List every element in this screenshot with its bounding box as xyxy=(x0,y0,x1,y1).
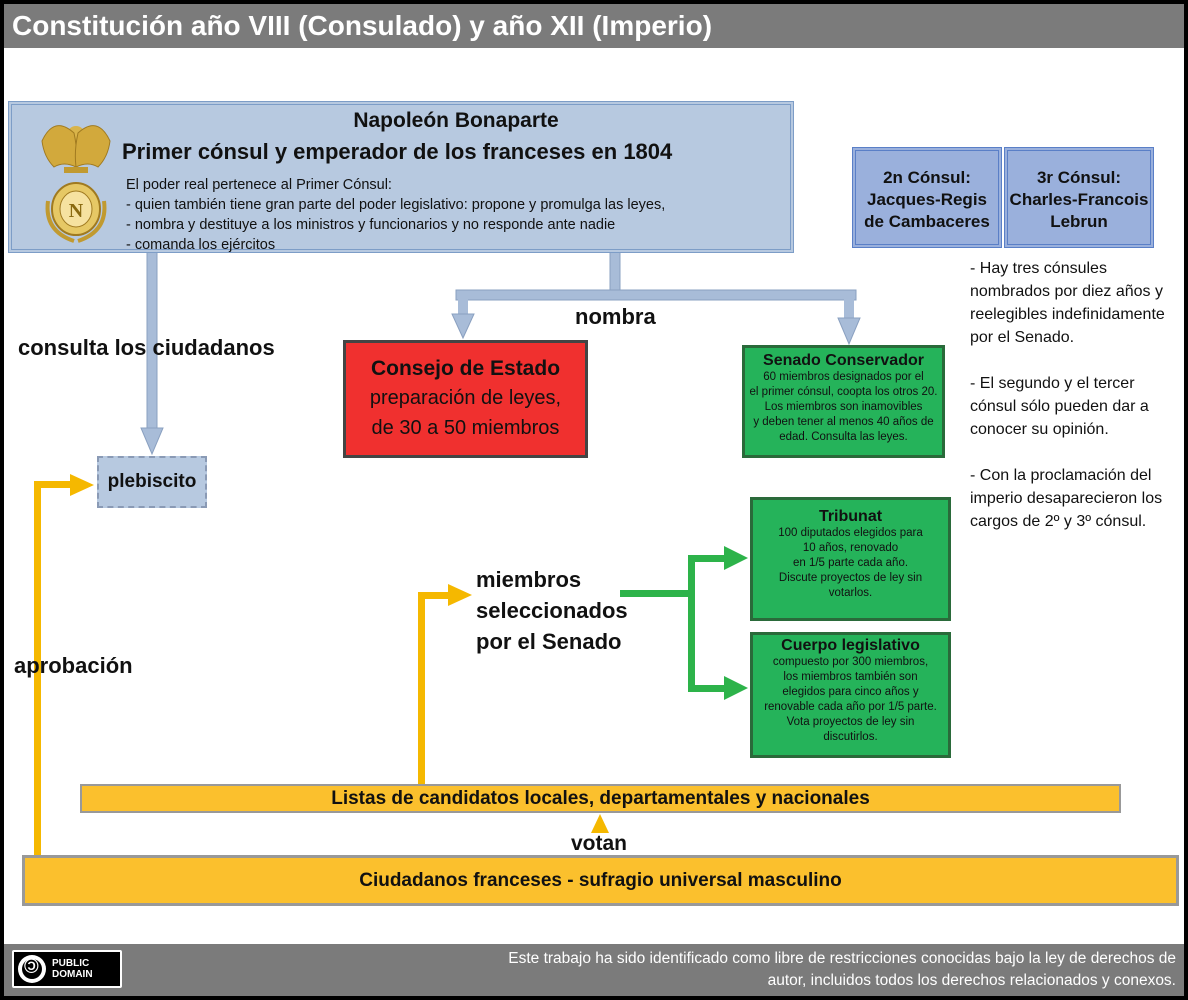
cuerpo-line: Vota proyectos de ley sin xyxy=(786,716,915,728)
consul-name: Jacques-Regis xyxy=(867,190,987,209)
green-arrow-vertical xyxy=(688,557,695,691)
tribunat-line: en 1/5 parte cada año. xyxy=(792,557,909,569)
yellow-arrowhead-miembros xyxy=(448,584,472,606)
blue-arrowhead-consejo xyxy=(451,313,475,340)
note: - Con la proclamación del imperio desapa… xyxy=(970,467,1163,530)
second-consul-box: 2n Cónsul: Jacques-Regis de Cambaceres xyxy=(852,147,1002,248)
napoleon-power-line: - nombra y destituye a los ministros y f… xyxy=(126,217,616,233)
plebiscito-box: plebiscito xyxy=(97,456,207,508)
tribunat-title: Tribunat xyxy=(818,508,883,525)
consejo-line: de 30 a 50 miembros xyxy=(371,417,560,439)
ciudadanos-box: Ciudadanos franceses - sufragio universa… xyxy=(22,855,1179,906)
cuerpo-line: los miembros también son xyxy=(783,671,918,683)
consul-notes: - Hay tres cónsules nombrados por diez a… xyxy=(970,257,1170,556)
license-text: Este trabajo ha sido identificado como l… xyxy=(508,950,1176,989)
footer: PUBLIC DOMAIN Este trabajo ha sido ident… xyxy=(4,944,1184,996)
green-arrowhead-tribunat xyxy=(724,546,748,570)
cuerpo-line: elegidos para cinco años y xyxy=(782,686,919,698)
tribunat-line: Discute proyectos de ley sin xyxy=(778,572,923,584)
cuerpo-line: discutirlos. xyxy=(823,731,878,743)
label-miembros: miembros seleccionados por el Senado xyxy=(476,567,628,654)
napoleon-power-line: - comanda los ejércitos xyxy=(126,237,276,253)
note: - El segundo y el tercer cónsul sólo pue… xyxy=(970,375,1149,438)
tribunat-line: votarlos. xyxy=(828,587,873,599)
public-domain-icon xyxy=(18,955,46,983)
emblem-letter: N xyxy=(69,200,84,222)
yellow-arrow-aprobacion-horizontal xyxy=(34,481,72,488)
third-consul-box: 3r Cónsul: Charles-Francois Lebrun xyxy=(1004,147,1154,248)
cuerpo-line: renovable cada año por 1/5 parte. xyxy=(764,701,937,713)
senado-line: el primer cónsul, coopta los otros 20. xyxy=(749,386,938,398)
consul-name: de Cambaceres xyxy=(864,212,990,231)
label-nombra: nombra xyxy=(575,304,656,329)
blue-arrow-left-leg xyxy=(458,296,468,316)
cuerpo-line: compuesto por 300 miembros, xyxy=(772,656,929,668)
yellow-arrowhead-plebiscito xyxy=(70,474,94,496)
label-consulta: consulta los ciudadanos xyxy=(18,335,275,360)
napoleon-name: Napoleón Bonaparte xyxy=(353,109,559,132)
napoleon-power-line: - quien también tiene gran parte del pod… xyxy=(126,197,666,213)
green-arrowhead-cuerpo xyxy=(724,676,748,700)
badge-line-2: DOMAIN xyxy=(52,969,93,980)
napoleon-box: N Napoleón Bonaparte Primer cónsul y emp… xyxy=(8,101,794,253)
senado-line: edad. Consulta las leyes. xyxy=(779,431,908,443)
public-domain-badge[interactable]: PUBLIC DOMAIN xyxy=(12,950,122,988)
tribunat-line: 100 diputados elegidos para xyxy=(778,527,923,539)
senado-conservador-box: Senado Conservador 60 miembros designado… xyxy=(742,345,945,458)
yellow-arrow-aprobacion-vertical xyxy=(34,483,41,855)
tribunat-line: 10 años, renovado xyxy=(802,542,899,554)
listas-candidatos-box: Listas de candidatos locales, departamen… xyxy=(80,784,1121,813)
senado-line: 60 miembros designados por el xyxy=(763,371,924,383)
senado-line: Los miembros son inamovibles xyxy=(764,401,923,413)
badge-line-1: PUBLIC xyxy=(52,958,90,969)
page-title: Constitución año VIII (Consulado) y año … xyxy=(4,4,1184,48)
consejo-de-estado-box: Consejo de Estado preparación de leyes, … xyxy=(343,340,588,458)
tribunat-box: Tribunat 100 diputados elegidos para 10 … xyxy=(750,497,951,621)
blue-arrow-stem xyxy=(609,251,621,295)
consul-name: Lebrun xyxy=(1050,212,1108,231)
consul-label: 3r Cónsul: xyxy=(1036,168,1122,187)
green-arrow-stem xyxy=(620,590,692,597)
label-aprobacion: aprobación xyxy=(14,653,133,678)
consul-label: 2n Cónsul: xyxy=(883,168,971,187)
blue-arrowhead-senado xyxy=(837,317,861,346)
note: - Hay tres cónsules nombrados por diez a… xyxy=(970,260,1165,346)
consul-name: Charles-Francois xyxy=(1009,190,1149,209)
consejo-title: Consejo de Estado xyxy=(370,357,561,380)
green-arrow-top xyxy=(688,555,728,562)
imperial-eagle-emblem-icon: N xyxy=(41,125,111,243)
blue-arrow-split xyxy=(455,289,857,301)
yellow-arrow-listas-horizontal xyxy=(418,592,450,599)
yellow-arrowhead-votan xyxy=(591,814,609,833)
senado-line: y deben tener al menos 40 años de xyxy=(753,416,934,428)
green-arrow-bottom xyxy=(688,685,728,692)
napoleon-power-line: El poder real pertenece al Primer Cónsul… xyxy=(126,177,392,193)
cuerpo-title: Cuerpo legislativo xyxy=(781,637,920,654)
napoleon-powers: El poder real pertenece al Primer Cónsul… xyxy=(126,175,665,255)
cuerpo-legislativo-box: Cuerpo legislativo compuesto por 300 mie… xyxy=(750,632,951,758)
senado-title: Senado Conservador xyxy=(763,352,924,369)
consejo-line: preparación de leyes, xyxy=(369,387,562,409)
blue-arrowhead-plebiscito xyxy=(140,427,164,456)
blue-arrow-right-leg xyxy=(844,296,854,320)
yellow-arrow-listas-vertical xyxy=(418,593,425,785)
label-votan: votan xyxy=(571,832,628,855)
napoleon-role: Primer cónsul y emperador de los frances… xyxy=(122,139,673,164)
